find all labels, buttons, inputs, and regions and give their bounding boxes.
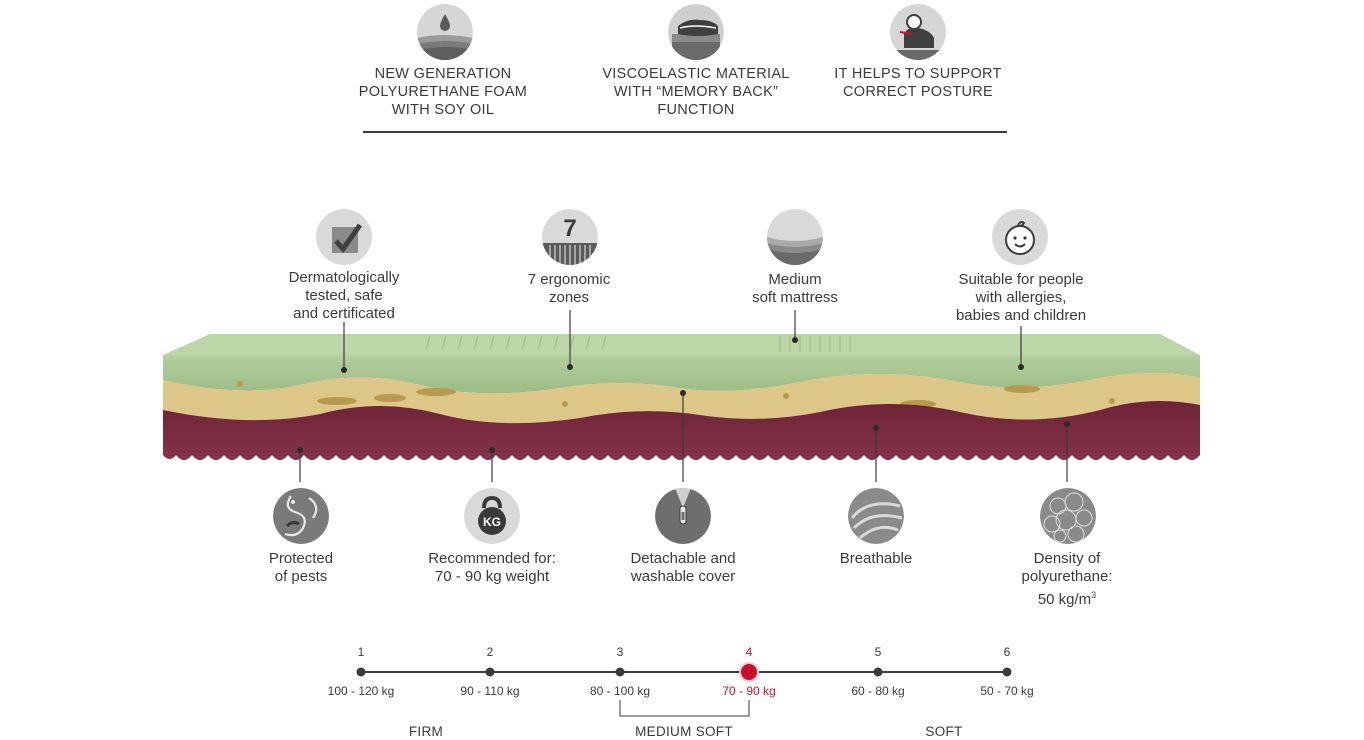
scale-category-soft: SOFT xyxy=(925,724,963,739)
scale-marker-6 xyxy=(1002,667,1012,677)
scale-weight-5: 60 - 80 kg xyxy=(851,684,905,698)
kettlebell-icon: KG xyxy=(464,488,520,544)
scale-number-6: 6 xyxy=(1003,645,1011,659)
density-label-superscript: 3 xyxy=(1091,590,1097,600)
top-feature-label-memory: VISCOELASTIC MATERIAL WITH “MEMORY BACK”… xyxy=(602,66,790,118)
scale-number-2: 2 xyxy=(486,645,494,659)
scale-marker-3 xyxy=(615,667,625,677)
scale-marker-4-active xyxy=(741,664,757,680)
breathable-icon xyxy=(848,488,904,544)
kettlebell-icon-text: KG xyxy=(483,515,501,529)
lower-callouts xyxy=(299,393,1068,482)
layers-icon xyxy=(767,209,823,265)
top-divider xyxy=(363,131,1007,133)
mattress-burgundy-layer xyxy=(163,401,1200,460)
mattress-illustration xyxy=(163,310,1200,482)
mattress-yellow-layer xyxy=(163,373,1200,424)
scale-number-1: 1 xyxy=(357,645,365,659)
density-label-text: Density of polyurethane: 50 kg/m xyxy=(1021,550,1113,608)
baby-face-icon xyxy=(992,209,1048,265)
density-icon xyxy=(1040,488,1096,544)
feature-label-cover: Detachable and washable cover xyxy=(630,550,736,585)
top-feature-label-foam: NEW GENERATION POLYURETHANE FOAM WITH SO… xyxy=(358,66,528,118)
feature-label-pests: Protected of pests xyxy=(268,550,334,585)
firmness-scale-track xyxy=(356,662,1012,717)
seven-zones-icon-text: 7 xyxy=(563,215,576,242)
mattress-green-layer xyxy=(163,355,1200,394)
feature-label-weight: Recommended for: 70 - 90 kg weight xyxy=(428,550,556,585)
scale-weight-6: 50 - 70 kg xyxy=(980,684,1034,698)
feature-label-density: Density of polyurethane: 50 kg/m3 xyxy=(997,550,1137,609)
mattress-top-face xyxy=(163,334,1200,355)
scale-number-3: 3 xyxy=(616,645,624,659)
scale-marker-5 xyxy=(873,667,883,677)
scale-markers xyxy=(356,667,1012,677)
scale-number-5: 5 xyxy=(874,645,882,659)
feature-label-ergonomic-zones: 7 ergonomic zones xyxy=(527,271,611,306)
scale-weight-2: 90 - 110 kg xyxy=(460,684,520,698)
zipper-icon xyxy=(655,488,711,544)
mattress-air-holes xyxy=(237,381,1115,408)
feature-label-dermatological: Dermatologically tested, safe and certif… xyxy=(288,269,400,322)
scale-number-4: 4 xyxy=(745,645,753,659)
upper-callout-dots xyxy=(341,337,1024,373)
memory-hand-icon xyxy=(668,4,724,60)
feature-label-medium-soft: Medium soft mattress xyxy=(752,271,838,306)
scale-weight-4: 70 - 90 kg xyxy=(722,684,776,698)
scale-marker-1 xyxy=(356,667,366,677)
checkmark-icon xyxy=(316,209,372,265)
feature-label-allergies: Suitable for people with allergies, babi… xyxy=(955,271,1087,324)
foam-drop-icon xyxy=(417,4,473,60)
upper-callouts xyxy=(343,310,1022,370)
top-feature-label-posture: IT HELPS TO SUPPORT CORRECT POSTURE xyxy=(834,66,1002,100)
medium-soft-bracket xyxy=(619,700,750,717)
scale-marker-2 xyxy=(485,667,495,677)
scale-weight-1: 100 - 120 kg xyxy=(327,684,395,698)
pest-icon xyxy=(273,488,329,544)
mattress-zone-ribs xyxy=(425,335,851,352)
scale-category-firm: FIRM xyxy=(408,724,444,739)
lower-callout-dots xyxy=(297,390,1070,453)
scale-weight-3: 80 - 100 kg xyxy=(589,684,651,698)
scale-category-medium-soft: MEDIUM SOFT xyxy=(635,724,733,739)
feature-label-breathable: Breathable xyxy=(839,550,913,567)
